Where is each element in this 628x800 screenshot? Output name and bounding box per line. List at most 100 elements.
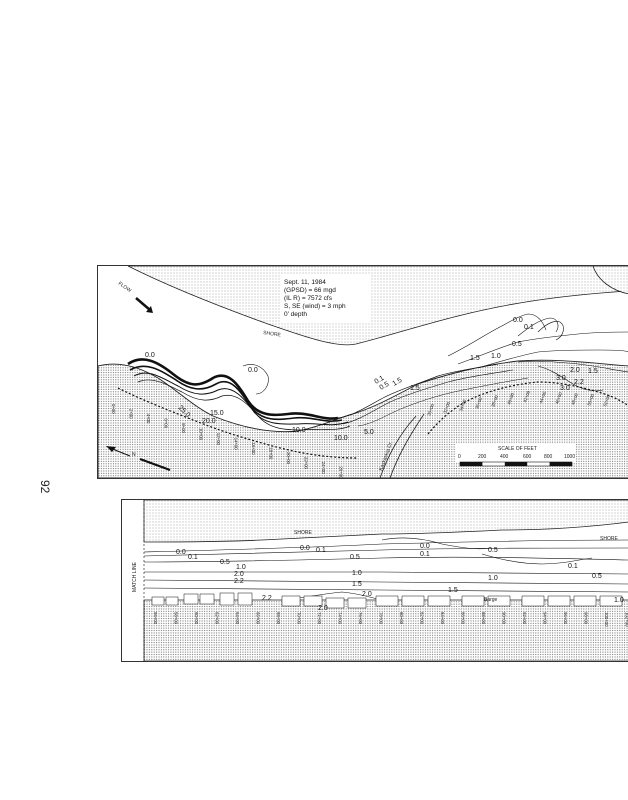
contour-label: 0.1 [374,375,386,386]
contour-label: 1.0 [614,597,624,604]
station-label: 4+00 [146,414,151,424]
contour-label: 3.0 [560,385,570,392]
contour-labels: 0.0 0.1 0.5 1.5 1.0 2.0 1.5 3.0 2.2 3.0 … [145,317,598,442]
creek-channel [379,415,417,478]
contour-label: 10.0 [334,435,348,442]
contour-label: 1.0 [236,564,246,571]
scale-tick: 0 [458,454,461,460]
scale-tick: 800 [544,454,553,460]
contour-label: 0.0 [513,317,523,324]
shore-label-right: SHORE [600,536,618,542]
contour-labels: 0.0 0.1 0.5 1.0 2.0 2.2 2.2 0.0 0.1 0.5 … [176,543,624,612]
station-label: 40+00 [506,392,515,406]
station-label: 36+00 [474,396,483,410]
svg-text:N: N [132,452,136,458]
contour-label: 1.5 [352,581,362,588]
station-label: 16+00 [251,442,256,455]
station-label: 78+00 [379,612,384,625]
contour-label: 0.0 [248,367,258,374]
station-label: 74+00 [338,612,343,625]
station-label: 76+00 [358,612,363,625]
scale-tick: 600 [523,454,532,460]
dock-structures [151,592,623,609]
info-line-5: 0' depth [284,311,307,318]
station-label: 68+00 [276,612,281,625]
plume-contours [143,537,628,601]
contour-label: 1.5 [588,368,598,375]
station-label: 6+00 [164,418,169,428]
station-label: 56+00 [153,612,158,625]
station-label: 70+00 [297,612,302,625]
contour-label: 1.0 [352,570,362,577]
contour-label: 1.0 [491,353,501,360]
station-label: 24+00 [321,462,326,475]
station-label: 88+00 [481,612,486,625]
station-label: 44+00 [538,390,547,404]
contour-label: 10.0 [292,427,306,434]
station-label: 84+00 [440,612,445,625]
station-label: 38+00 [490,394,499,408]
page-number: 92 [38,480,52,494]
contour-label: 2.0 [318,605,328,612]
contour-label: 15.0 [210,410,224,417]
station-label: 20+00 [286,452,291,465]
station-label: 98+00 [584,612,589,625]
station-label: 72+00 [317,612,322,625]
station-label: 58+00 [174,612,179,625]
contour-label: 1.0 [488,575,498,582]
flow-arrow-icon [135,297,151,311]
contour-label: 0.1 [524,324,534,331]
upper-right-land [592,266,628,295]
station-label: 18+00 [269,447,274,460]
station-label: 66+00 [256,612,261,625]
upper-shore-land [143,500,628,543]
scale-tick: 200 [478,454,487,460]
scale-bar: SCALE OF FEET 0 200 400 600 800 1000 [456,444,576,467]
contour-label: 0.5 [488,547,498,554]
contour-label: 0.0 [176,549,186,556]
contour-label: 0.5 [220,559,230,566]
contour-label: 0.5 [512,341,522,348]
station-label: 94+00 [543,612,548,625]
dock-line [427,381,628,435]
station-label: 52+00 [602,394,611,408]
station-label: 2+00 [129,409,134,419]
contour-label: 0.0 [145,352,155,359]
station-label: 62+00 [215,612,220,625]
station-label: 48+00 [570,392,579,406]
station-label: 96+00 [563,612,568,625]
info-box: Sept. 11, 1984 (GPSD) = 66 mgd (IL R) = … [281,274,371,322]
station-label: 60+00 [194,612,199,625]
station-label: 14+00 [234,438,239,451]
station-label: 64+00 [235,612,240,625]
station-label: 12+00 [216,433,221,446]
contour-label: 2.2 [574,379,584,386]
station-label: 32+00 [442,401,451,415]
contour-label: 0.1 [568,563,578,570]
lower-shore-land [143,599,628,661]
station-label: 8+00 [181,423,186,433]
station-label: 102+00 [625,612,628,627]
shore-label-left: SHORE [294,530,312,536]
station-label: 86+00 [461,612,466,625]
station-label: 90+00 [502,612,507,625]
contour-label: 5.0 [364,429,374,436]
contour-label: 0.1 [420,551,430,558]
station-label: 50+00 [586,393,595,407]
station-label: 0+00 [111,404,116,414]
contour-label: 1.5 [410,385,420,392]
station-label: 26+00 [339,466,344,478]
contour-label: 2.0 [570,367,580,374]
info-line-1: Sept. 11, 1984 [284,279,326,286]
station-label: 34+00 [458,398,467,412]
station-label: 30+00 [426,403,435,417]
station-label: 92+00 [522,612,527,625]
contour-label: 2.0 [234,571,244,578]
info-line-2: (GPSD) = 66 mgd [284,287,336,294]
station-labels: 56+00 58+00 60+00 62+00 64+00 66+00 68+00 70+00… [153,612,628,627]
contour-label: 0.1 [316,547,326,554]
station-label: 80+00 [399,612,404,625]
contour-label: 0.5 [379,381,391,392]
station-label: 82+00 [420,612,425,625]
